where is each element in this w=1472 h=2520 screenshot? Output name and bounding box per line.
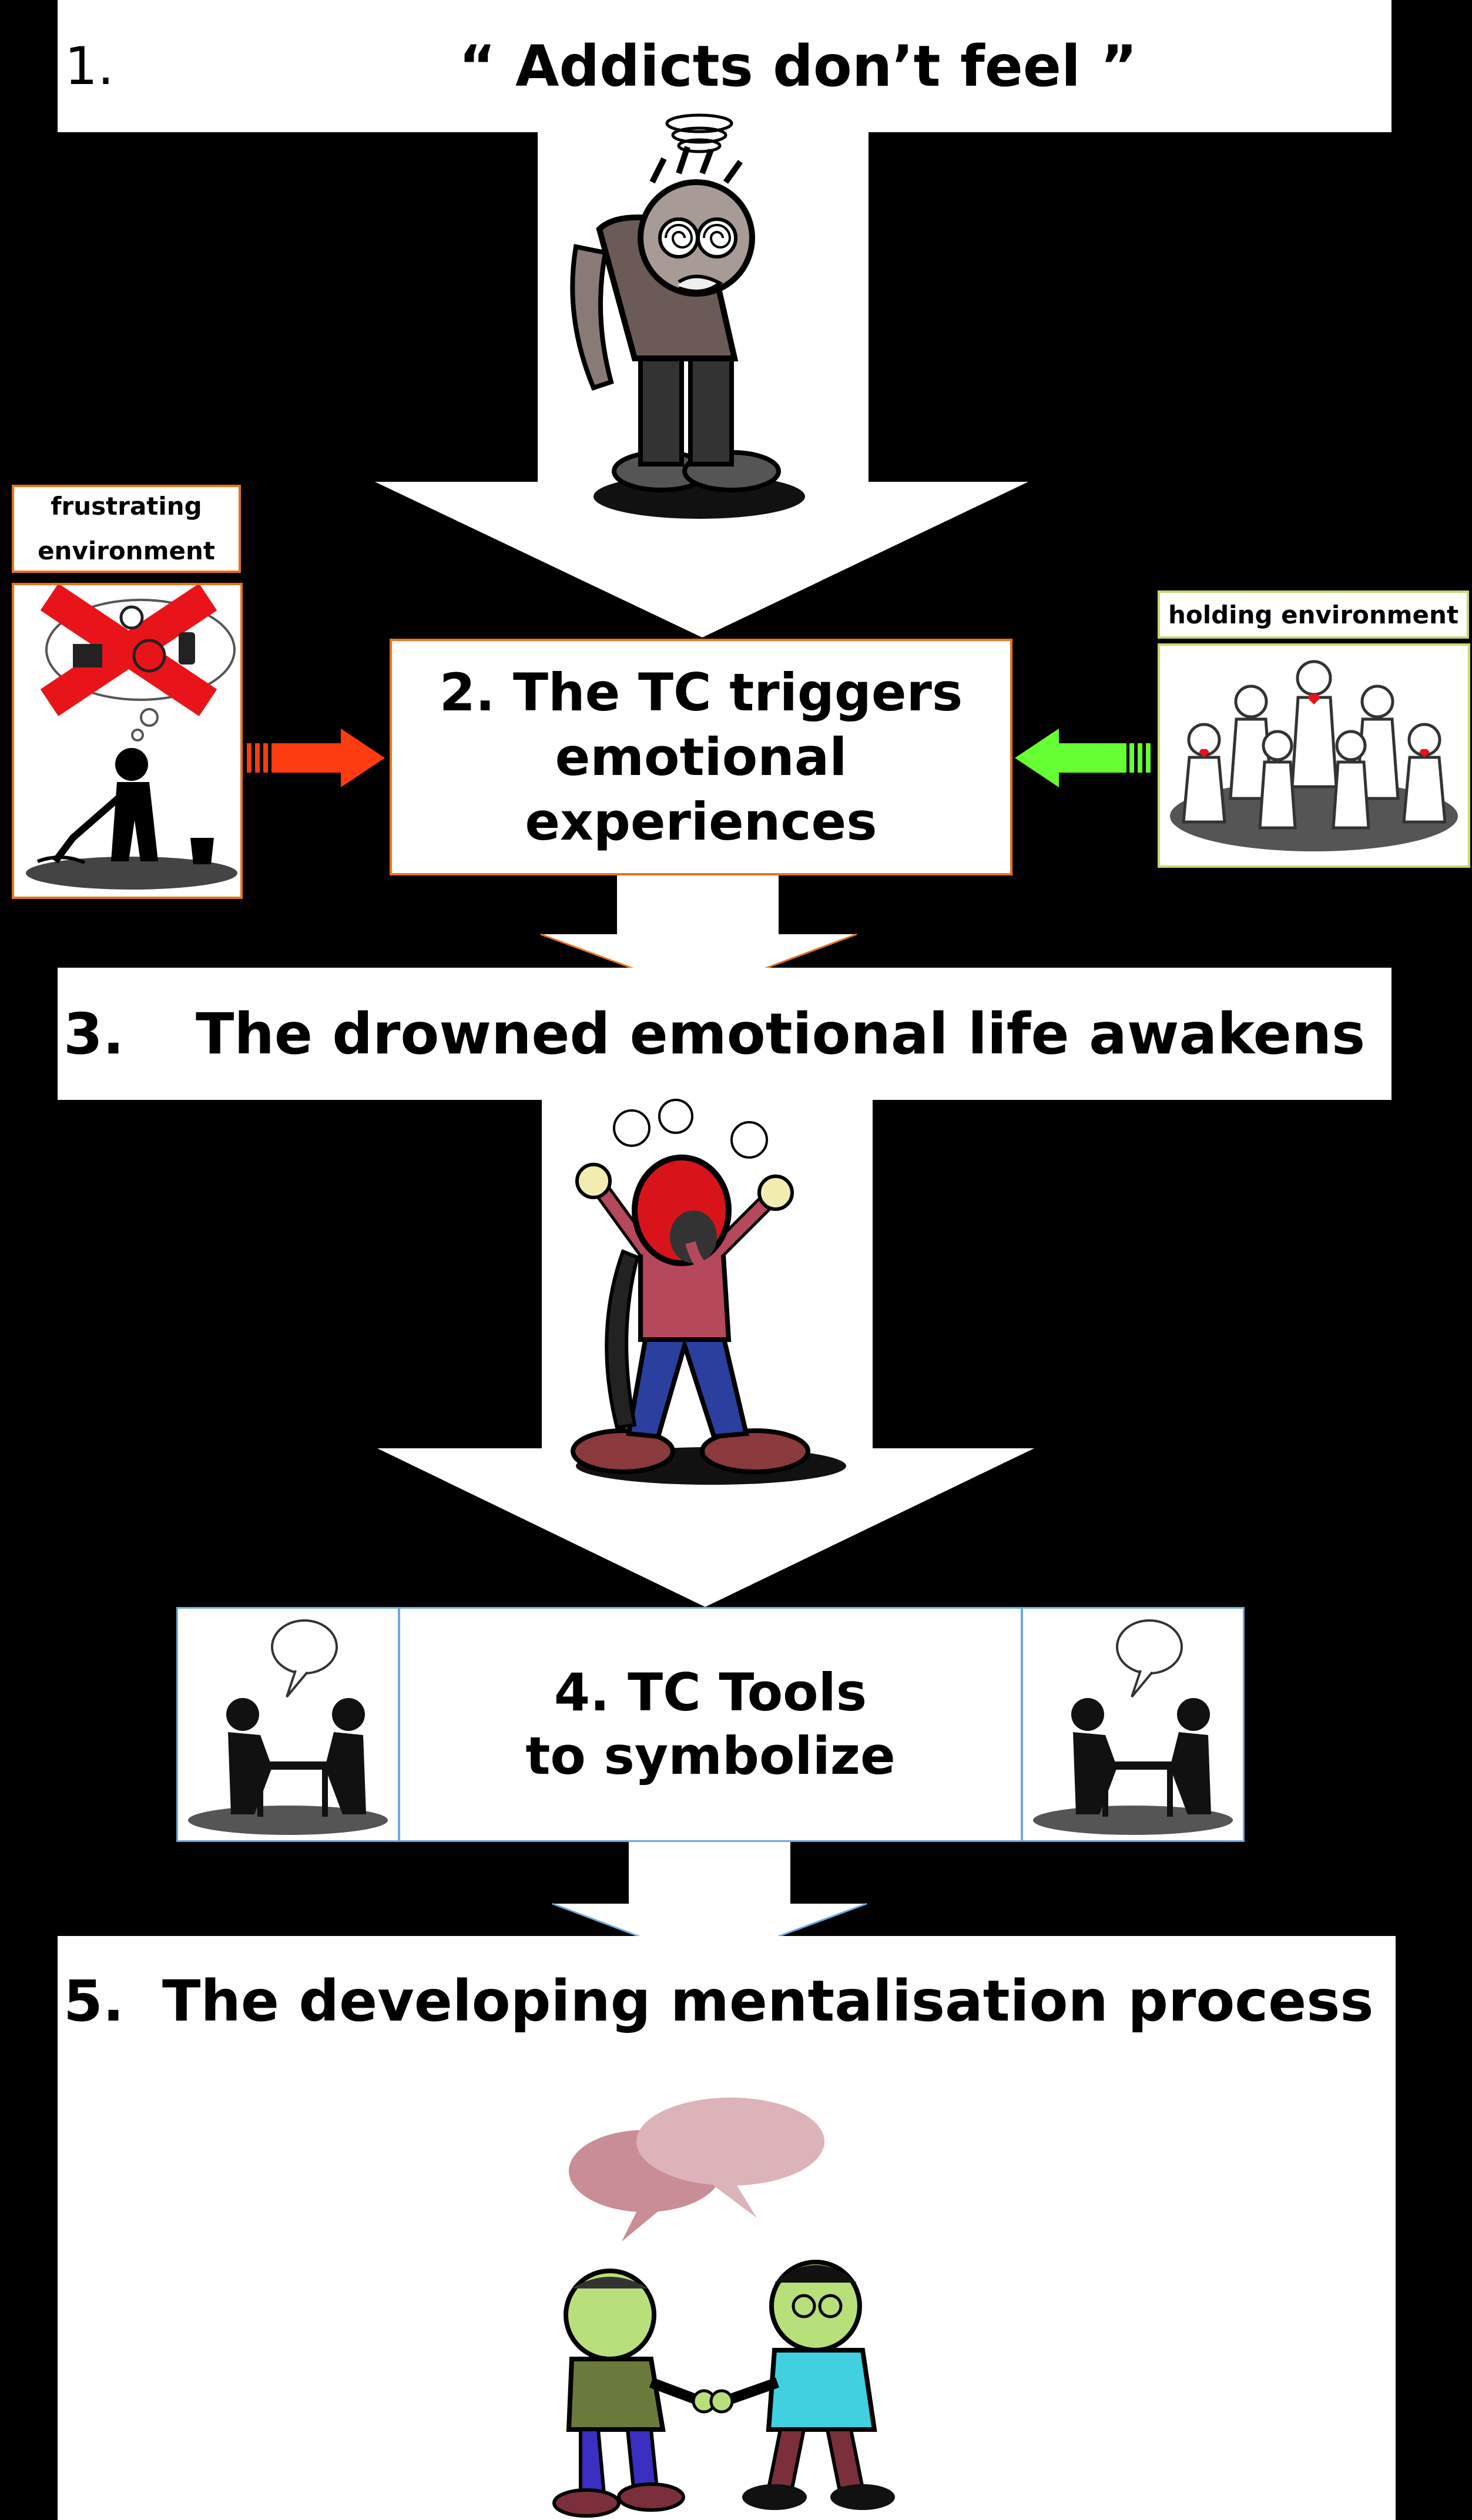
step2-box: 2. The TC triggers emotional experiences	[390, 639, 1012, 875]
dizzy-man-illustration	[570, 113, 805, 519]
step4-right-image	[1021, 1607, 1245, 1842]
step5-panel: 5. The developing mentalisation process	[58, 1936, 1396, 2520]
step4-left-image	[176, 1607, 400, 1842]
step3-banner: 3. The drowned emotional life awakens	[58, 968, 1391, 1100]
step1-number: 1.	[65, 36, 114, 96]
holding-label-text: holding environment	[1168, 600, 1459, 629]
holding-environment-image	[1158, 643, 1470, 868]
conversation-illustration	[552, 2098, 895, 2518]
angry-man-illustration	[571, 1099, 846, 1485]
step1-title: “ Addicts don’t feel ”	[458, 33, 1138, 99]
frustrating-environment-label: frustrating environment	[12, 485, 241, 573]
frustrating-label-line-2: environment	[38, 536, 215, 565]
frustrating-arrow	[247, 729, 385, 787]
phone-icon	[179, 632, 195, 665]
clock-icon	[132, 639, 166, 673]
step2-line-1: 2. The TC triggers	[439, 662, 963, 723]
step3-number: 3.	[63, 1001, 125, 1067]
step2-line-3: experiences	[525, 791, 877, 852]
step4-line-1: 4. TC Tools	[554, 1662, 867, 1723]
step5-number: 5.	[63, 1968, 125, 2034]
step3-title: The drowned emotional life awakens	[196, 1001, 1366, 1067]
frustrating-environment-image	[12, 583, 243, 899]
frustrating-label-line-1: frustrating	[51, 492, 202, 521]
step5-title: The developing mentalisation process	[162, 1968, 1374, 2034]
step4-line-2: to symbolize	[525, 1726, 896, 1786]
step1-banner: 1. “ Addicts don’t feel ”	[58, 0, 1391, 132]
step4-box: 4. TC Tools to symbolize	[398, 1607, 1022, 1842]
step2-line-2: emotional	[555, 726, 847, 787]
holding-arrow	[1015, 729, 1151, 787]
speech-bubble-icon	[271, 1619, 338, 1675]
holding-environment-label: holding environment	[1158, 590, 1469, 639]
steam-icon	[613, 1109, 651, 1147]
tv-icon	[73, 644, 102, 667]
speech-bubble-icon	[1116, 1619, 1183, 1675]
at-sign-icon	[119, 605, 144, 630]
